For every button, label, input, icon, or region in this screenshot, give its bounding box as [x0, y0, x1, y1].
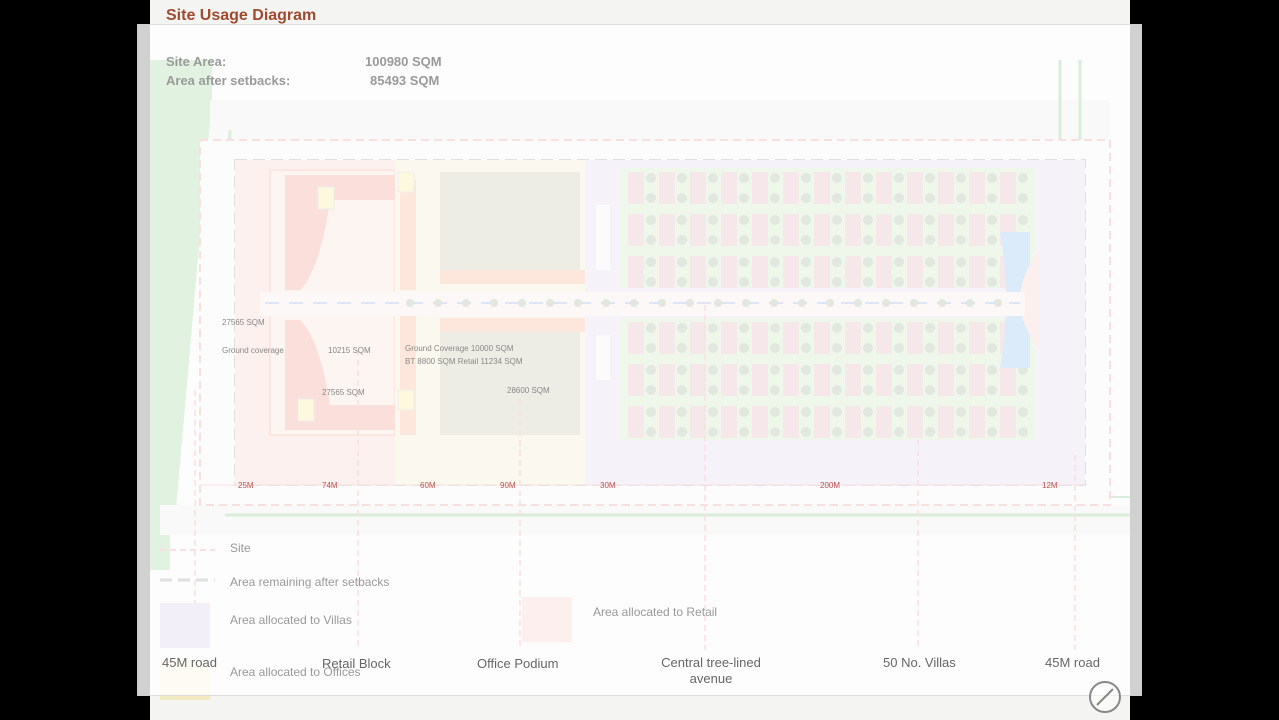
dimension-label: 12M [1042, 481, 1058, 490]
dimension-label: 200M [820, 481, 841, 490]
retail-coverage-value: 10215 SQM [328, 346, 371, 355]
legend-remaining-label: Area remaining after setbacks [230, 575, 390, 589]
dimension-label: 90M [500, 481, 516, 490]
legend-villas-label: Area allocated to Villas [230, 613, 352, 627]
site-area-value: 100980 SQM [365, 54, 442, 69]
callout-office-podium: Office Podium [477, 656, 559, 671]
office-coverage-text: Ground Coverage 10000 SQM [405, 344, 514, 353]
site-area-label: Site Area: [166, 54, 227, 69]
dimension-label: 30M [600, 481, 616, 490]
office-area-text: 28600 SQM [507, 386, 550, 395]
callout-villas: 50 No. Villas [883, 655, 956, 670]
legend-retail-label: Area allocated to Retail [593, 605, 718, 619]
after-setbacks-label: Area after setbacks: [166, 73, 291, 88]
office-bt-text: BT 8800 SQM Retail 11234 SQM [405, 357, 523, 366]
retail-coverage-text: Ground coverage [222, 346, 284, 355]
callout-central-avenue: Central tree-lined avenue [661, 655, 761, 686]
callout-road-left: 45M road [162, 655, 217, 670]
retail-area-text-2: 27565 SQM [322, 388, 365, 397]
slide-overlay [137, 24, 1142, 696]
after-setbacks-value: 85493 SQM [370, 73, 440, 88]
callout-retail-block: Retail Block [322, 656, 391, 671]
page-title: Site Usage Diagram [166, 7, 317, 24]
dimension-label: 60M [420, 481, 436, 490]
callout-road-right: 45M road [1045, 655, 1100, 670]
compass-icon[interactable] [1088, 680, 1122, 714]
dimension-label: 74M [322, 481, 338, 490]
dimension-label: 25M [238, 481, 254, 490]
legend-site-label: Site [230, 541, 251, 555]
retail-area-text: 27565 SQM [222, 318, 265, 327]
legend-offices-label: Area allocated to Offices [230, 665, 361, 679]
